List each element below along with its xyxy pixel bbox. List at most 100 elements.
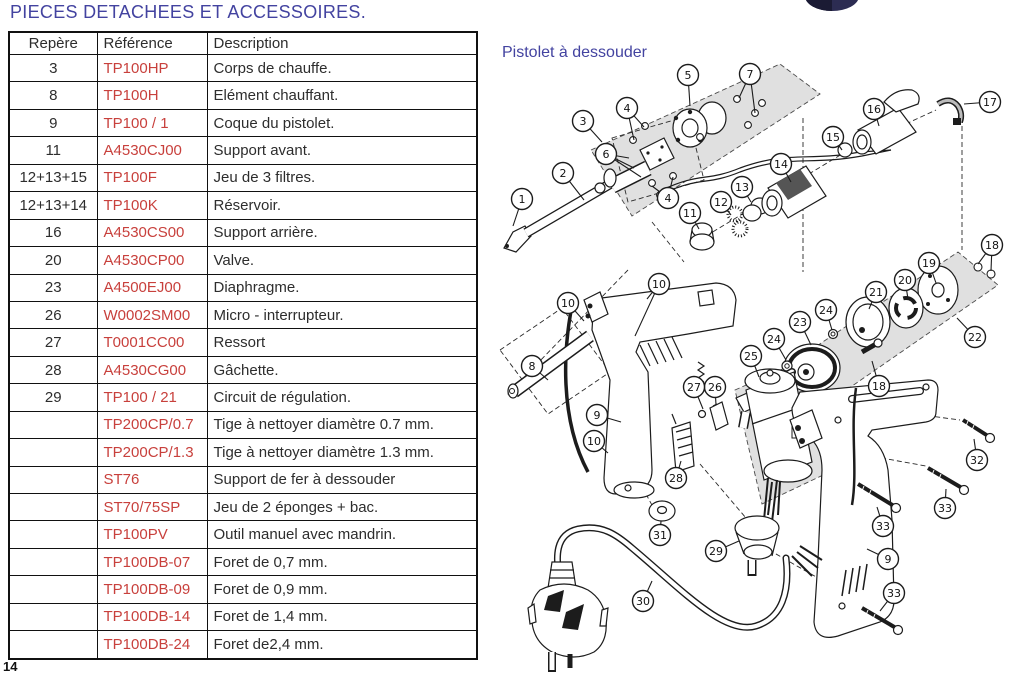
description-cell: Support arrière. bbox=[206, 218, 478, 248]
header-repere: Repère bbox=[8, 31, 98, 55]
callout-10 bbox=[556, 291, 580, 315]
callout-13 bbox=[730, 175, 754, 199]
repere-cell bbox=[8, 630, 98, 660]
svg-text:32: 32 bbox=[970, 454, 984, 467]
description-cell: Coque du pistolet. bbox=[206, 108, 478, 138]
repere-cell bbox=[8, 520, 98, 549]
svg-text:29: 29 bbox=[709, 545, 723, 558]
callout-14 bbox=[769, 152, 793, 176]
part-washer bbox=[648, 500, 676, 522]
svg-text:7: 7 bbox=[747, 68, 754, 81]
callout-33 bbox=[871, 514, 895, 538]
svg-text:22: 22 bbox=[968, 331, 982, 344]
svg-text:10: 10 bbox=[587, 435, 601, 448]
callout-24 bbox=[762, 327, 786, 351]
description-cell: Foret de2,4 mm. bbox=[206, 630, 478, 660]
repere-cell bbox=[8, 438, 98, 467]
callout-4 bbox=[656, 186, 680, 210]
reference-cell: TP100HP bbox=[96, 53, 208, 83]
description-cell: Jeu de 2 éponges + bac. bbox=[206, 492, 478, 522]
svg-text:24: 24 bbox=[819, 304, 833, 317]
svg-text:31: 31 bbox=[653, 529, 667, 542]
reference-cell: TP100 / 21 bbox=[96, 383, 208, 412]
callout-25 bbox=[739, 344, 763, 368]
svg-text:16: 16 bbox=[867, 103, 881, 116]
part-right-shell bbox=[789, 379, 939, 638]
repere-cell bbox=[8, 602, 98, 632]
repere-cell: 11 bbox=[8, 136, 98, 165]
callout-26 bbox=[703, 375, 727, 399]
callout-27 bbox=[682, 375, 706, 399]
callout-10 bbox=[582, 429, 606, 453]
reference-cell: TP100DB-14 bbox=[96, 602, 208, 632]
svg-text:1: 1 bbox=[519, 193, 526, 206]
description-cell: Jeu de 3 filtres. bbox=[206, 163, 478, 193]
repere-cell: 3 bbox=[8, 53, 98, 83]
svg-text:24: 24 bbox=[767, 333, 781, 346]
description-cell: Ressort bbox=[206, 328, 478, 357]
repere-cell: 9 bbox=[8, 108, 98, 138]
description-cell: Corps de chauffe. bbox=[206, 53, 478, 83]
svg-text:2: 2 bbox=[560, 167, 567, 180]
repere-cell: 23 bbox=[8, 273, 98, 302]
reference-cell: W0002SM00 bbox=[96, 300, 208, 330]
svg-text:13: 13 bbox=[735, 181, 749, 194]
svg-text:9: 9 bbox=[885, 553, 892, 566]
description-cell: Foret de 0,7 mm. bbox=[206, 547, 478, 577]
repere-cell bbox=[8, 410, 98, 440]
description-cell: Elément chauffant. bbox=[206, 81, 478, 110]
svg-text:3: 3 bbox=[580, 115, 587, 128]
svg-text:19: 19 bbox=[922, 257, 936, 270]
callout-8 bbox=[520, 354, 544, 378]
shaded-region-heater bbox=[590, 63, 821, 217]
description-cell: Foret de 0,9 mm. bbox=[206, 575, 478, 604]
callout-32 bbox=[965, 448, 989, 472]
svg-text:12: 12 bbox=[714, 196, 728, 209]
part-desolder-tip bbox=[503, 179, 613, 253]
table-header-row: Repère Référence Description bbox=[8, 31, 478, 55]
repere-cell: 16 bbox=[8, 218, 98, 248]
svg-text:26: 26 bbox=[708, 381, 722, 394]
callout-15 bbox=[821, 125, 845, 149]
reference-cell: TP200CP/0.7 bbox=[96, 410, 208, 440]
part-left-shell bbox=[563, 282, 737, 499]
reference-cell: TP100 / 1 bbox=[96, 108, 208, 138]
callout-22 bbox=[963, 325, 987, 349]
svg-text:28: 28 bbox=[669, 472, 683, 485]
repere-cell: 28 bbox=[8, 355, 98, 385]
description-cell: Circuit de régulation. bbox=[206, 383, 478, 412]
reference-cell: TP100PV bbox=[96, 520, 208, 549]
shaded-region-motor bbox=[734, 355, 839, 505]
reference-cell: A4530CG00 bbox=[96, 355, 208, 385]
callout-23 bbox=[788, 310, 812, 334]
shaded-region-valve bbox=[736, 251, 999, 437]
description-cell: Tige à nettoyer diamètre 1.3 mm. bbox=[206, 438, 478, 467]
svg-text:21: 21 bbox=[869, 286, 883, 299]
svg-text:5: 5 bbox=[685, 69, 692, 82]
description-cell: Support de fer à dessouder bbox=[206, 465, 478, 495]
repere-cell: 29 bbox=[8, 383, 98, 412]
callout-21 bbox=[864, 280, 888, 304]
callout-11 bbox=[678, 201, 702, 225]
part-screws bbox=[856, 418, 996, 636]
callout-24 bbox=[814, 298, 838, 322]
reference-cell: TP100H bbox=[96, 81, 208, 110]
svg-text:20: 20 bbox=[898, 274, 912, 287]
reference-cell: A4530CP00 bbox=[96, 246, 208, 275]
reference-cell: ST76 bbox=[96, 465, 208, 495]
svg-text:33: 33 bbox=[876, 520, 890, 533]
reference-cell: TP100DB-09 bbox=[96, 575, 208, 604]
callout-9 bbox=[585, 403, 609, 427]
svg-text:18: 18 bbox=[985, 239, 999, 252]
svg-text:27: 27 bbox=[687, 381, 701, 394]
callout-12 bbox=[709, 190, 733, 214]
